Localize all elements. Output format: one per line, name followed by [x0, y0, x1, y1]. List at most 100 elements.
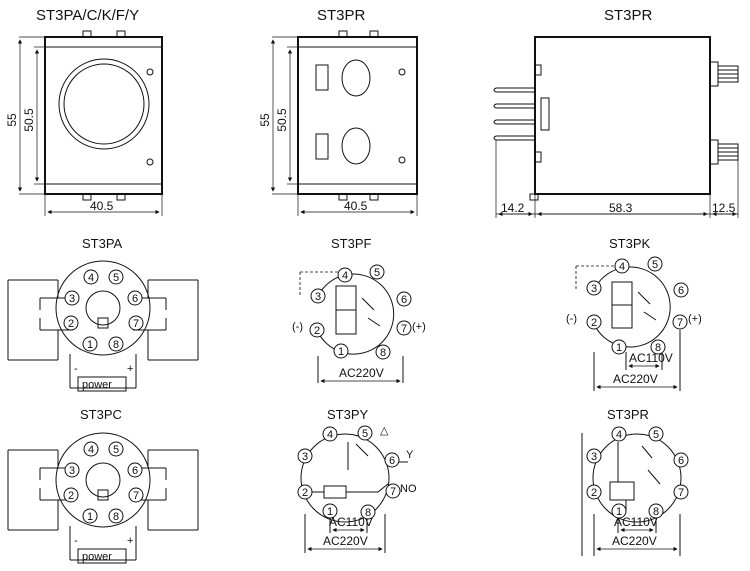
dim-height-outer-b: 55	[258, 113, 272, 127]
svg-text:5: 5	[362, 428, 368, 440]
st3pf-pin-6: 6	[396, 291, 412, 307]
st3pr-pin-3: 3	[586, 448, 602, 464]
st3pc-pin-1: 1	[82, 508, 98, 524]
st3pf-pin-3: 3	[310, 288, 326, 304]
dim-height-outer-a: 55	[5, 113, 19, 127]
st3py-pin-6: 6	[384, 452, 400, 468]
dim-height-inner-b: 50.5	[275, 108, 289, 132]
svg-text:4: 4	[88, 444, 94, 456]
label-pos-f: (+)	[412, 321, 426, 333]
svg-text:6: 6	[401, 294, 407, 306]
label-neg-k: (-)	[566, 313, 577, 325]
svg-text:8: 8	[380, 347, 386, 359]
st3py-pin-3: 3	[297, 448, 313, 464]
st3pc-pin-8: 8	[108, 508, 124, 524]
st3pr-pin-6: 6	[673, 452, 689, 468]
label-y: Y	[406, 449, 414, 461]
dim-knob: 12.5	[712, 201, 736, 215]
svg-text:5: 5	[113, 272, 119, 284]
svg-text:1: 1	[338, 346, 344, 358]
title-st3py: ST3PY	[327, 407, 369, 422]
svg-text:7: 7	[401, 323, 407, 335]
st3pa-pin-2: 2	[63, 315, 79, 331]
svg-text:4: 4	[342, 270, 348, 282]
label-ac110-y: AC110V	[329, 515, 373, 529]
label-plus-c: +	[127, 535, 133, 547]
svg-text:7: 7	[678, 487, 684, 499]
st3pc-pin-3: 3	[64, 462, 80, 478]
svg-text:6: 6	[132, 465, 138, 477]
st3pr-pin-8: 8	[648, 503, 664, 519]
dim-width-a: 40.5	[90, 199, 114, 213]
svg-text:4: 4	[619, 261, 625, 273]
svg-text:3: 3	[69, 293, 75, 305]
st3pa-pin-3: 3	[64, 290, 80, 306]
diagram-st3pa	[7, 260, 199, 392]
title-st3pr: ST3PR	[607, 407, 649, 422]
label-ac220-k: AC220V	[613, 372, 658, 386]
svg-text:6: 6	[678, 455, 684, 467]
svg-text:2: 2	[314, 325, 320, 337]
label-power-c: power	[82, 551, 112, 563]
st3pc-pin-4: 4	[83, 441, 99, 457]
label-ac110-k: AC110V	[629, 351, 673, 365]
st3pk-pin-7: 7	[672, 314, 688, 330]
label-minus-c: -	[74, 535, 78, 547]
svg-text:6: 6	[678, 285, 684, 297]
label-minus-a: -	[74, 363, 78, 375]
dims-front-a	[17, 36, 163, 216]
svg-text:2: 2	[591, 317, 597, 329]
st3pa-pin-8: 8	[108, 336, 124, 352]
dims-front-b	[270, 36, 418, 216]
title-st3pk: ST3PK	[609, 236, 651, 251]
st3pa-pin-1: 1	[82, 336, 98, 352]
diagram-st3pr	[581, 433, 682, 556]
label-ac110-r: AC110V	[614, 515, 658, 529]
svg-text:6: 6	[132, 293, 138, 305]
st3pr-pin-5: 5	[648, 426, 664, 442]
svg-text:3: 3	[302, 451, 308, 463]
label-no: NO	[400, 483, 417, 495]
st3pr-pin-4: 4	[611, 426, 627, 442]
svg-text:3: 3	[315, 291, 321, 303]
st3pk-pin-2: 2	[586, 314, 602, 330]
svg-text:5: 5	[653, 429, 659, 441]
svg-text:5: 5	[374, 267, 380, 279]
st3pr-pin-7: 7	[673, 484, 689, 500]
dim-body: 58.3	[609, 201, 633, 215]
st3py-pin-4: 4	[322, 426, 338, 442]
dim-pins: 14.2	[501, 201, 525, 215]
st3pc-pin-2: 2	[63, 487, 79, 503]
title-st3pa: ST3PA	[82, 236, 123, 251]
st3pk-pin-8: 8	[650, 339, 666, 355]
svg-text:4: 4	[616, 429, 622, 441]
st3pf-pin-7: 7	[396, 320, 412, 336]
svg-text:1: 1	[87, 511, 93, 523]
front-view-a	[44, 30, 163, 201]
title-side: ST3PR	[604, 7, 653, 24]
st3pc-pin-5: 5	[108, 441, 124, 457]
label-ac220-y: AC220V	[323, 534, 368, 548]
svg-text:5: 5	[113, 444, 119, 456]
st3pk-pin-6: 6	[673, 282, 689, 298]
st3pf-pin-4: 4	[337, 267, 353, 283]
svg-text:7: 7	[133, 318, 139, 330]
svg-text:3: 3	[69, 465, 75, 477]
svg-text:8: 8	[113, 339, 119, 351]
st3pf-pin-5: 5	[369, 264, 385, 280]
title-st3pc: ST3PC	[80, 407, 122, 422]
st3pk-pin-3: 3	[586, 280, 602, 296]
dims-side	[495, 140, 739, 218]
st3py-pin-1: 1	[322, 503, 338, 519]
svg-text:1: 1	[327, 506, 333, 518]
front-view-b	[297, 30, 418, 201]
side-view	[493, 36, 739, 201]
title-st3pf: ST3PF	[331, 236, 372, 251]
svg-text:7: 7	[390, 486, 396, 498]
svg-text:5: 5	[652, 259, 658, 271]
diagram-st3pc	[7, 432, 199, 564]
svg-text:4: 4	[88, 272, 94, 284]
label-pos-k: (+)	[688, 313, 702, 325]
